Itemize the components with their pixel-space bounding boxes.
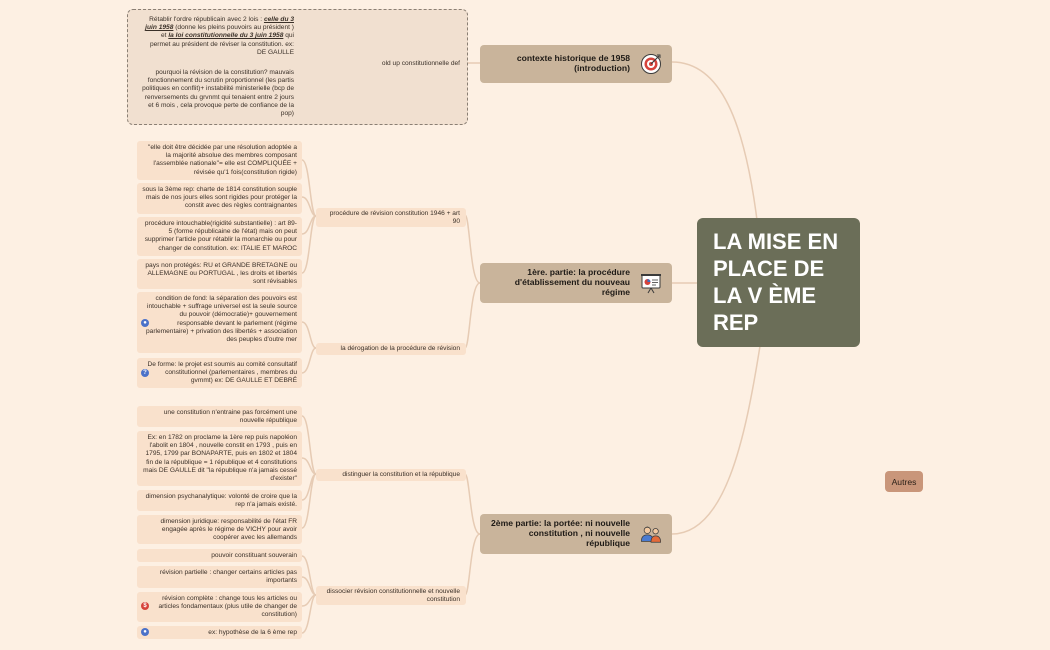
leaf-condition-de-fond[interactable]: condition de fond: la séparation des pou…: [137, 292, 302, 353]
leaf-troisieme-rep[interactable]: sous la 3ème rep: charte de 1814 constit…: [137, 183, 302, 214]
leaf-dimension-juridique[interactable]: dimension juridique: responsabilité de l…: [137, 515, 302, 544]
leaf-exemple-1782[interactable]: Ex: en 1782 on proclame la 1ère rep puis…: [137, 431, 302, 486]
leaf-text: révision complète : change tous les arti…: [158, 595, 297, 619]
leaf-text: qui permet au président de réviser la co…: [149, 32, 294, 56]
leaf-dimension-psychanalytique[interactable]: dimension psychanalytique: volonté de cr…: [137, 490, 302, 511]
leaf-text: Ex: en 1782 on proclame la 1ère rep puis…: [143, 434, 297, 483]
leaf-text: (donne les pleins pouvoirs au président …: [160, 24, 294, 40]
subtopic-old-up[interactable]: old up constitutionnelle def: [312, 58, 466, 70]
subtopic-label: procédure de révision constitution 1946 …: [329, 210, 460, 226]
leaf-revision-partielle[interactable]: révision partielle : changer certains ar…: [137, 566, 302, 588]
floating-topic-autres[interactable]: Autres: [885, 471, 923, 492]
subtopic-dissocier[interactable]: dissocier révision constitutionnelle et …: [316, 586, 466, 605]
leaf-text: dimension psychanalytique: volonté de cr…: [145, 493, 297, 509]
leaf-text: procédure intouchable(rigidité substanti…: [144, 220, 297, 252]
leaf-text: ex: hypothèse de la 6 ème rep: [208, 629, 297, 636]
person-marker-icon: ●: [141, 628, 149, 636]
subtopic-derogation[interactable]: la dérogation de la procédure de révisio…: [316, 343, 466, 355]
subtopic-distinguer[interactable]: distinguer la constitution et la républi…: [316, 469, 466, 481]
subtopic-label: distinguer la constitution et la républi…: [342, 471, 460, 478]
leaf-text: "elle doit être décidée par une résoluti…: [148, 144, 297, 176]
leaf-text: De forme: le projet est soumis au comité…: [147, 361, 297, 385]
autres-label: Autres: [891, 477, 917, 487]
subtopic-label: dissocier révision constitutionnelle et …: [326, 588, 460, 604]
subtopic-label: la dérogation de la procédure de révisio…: [340, 345, 461, 352]
leaf-text: pouvoir constituant souverain: [211, 552, 297, 559]
dollar-marker-icon: $: [141, 602, 149, 610]
leaf-sixieme-rep[interactable]: ex: hypothèse de la 6 ème rep: [137, 626, 302, 639]
leaf-text: Rétablir l'ordre républicain avec 2 lois…: [149, 16, 264, 23]
leaf-procedure-intouchable[interactable]: procédure intouchable(rigidité substanti…: [137, 217, 302, 256]
leaf-constitution-nentraine-pas[interactable]: une constitution n'entraine pas forcémen…: [137, 406, 302, 427]
subtopic-label: old up constitutionnelle def: [381, 60, 460, 67]
leaf-pourquoi-revision[interactable]: pourquoi la révision de la constitution?…: [137, 66, 299, 118]
leaf-emphasis: celle du 3 juin 1958: [145, 16, 294, 32]
leaf-text: pourquoi la révision de la constitution?…: [142, 69, 294, 118]
person-marker-icon: ●: [141, 319, 149, 327]
root-title: LA MISE EN PLACE DE LA V ÈME REP: [713, 229, 839, 335]
leaf-text: révision partielle : changer certains ar…: [159, 569, 297, 585]
leaf-emphasis: la loi constitutionnelle du 3 juin 1958: [168, 32, 284, 40]
question-marker-icon: ?: [141, 369, 149, 377]
branch-contexte-historique[interactable]: contexte historique de 1958 (introductio…: [480, 45, 672, 83]
branch-title: 1ère. partie: la procédure d'établisseme…: [514, 267, 630, 297]
presentation-icon: [641, 274, 661, 294]
leaf-text: sous la 3ème rep: charte de 1814 constit…: [142, 186, 297, 210]
leaf-retablir-ordre[interactable]: Rétablir l'ordre républicain avec 2 lois…: [137, 13, 299, 59]
branch-title: 2ème partie: la portée: ni nouvelle cons…: [491, 518, 630, 548]
leaf-pays-non-proteges[interactable]: pays non protégés: RU et GRANDE BRETAGNE…: [137, 259, 302, 289]
subtopic-procedure-revision[interactable]: procédure de révision constitution 1946 …: [316, 208, 466, 227]
leaf-text: une constitution n'entraine pas forcémen…: [163, 409, 297, 425]
leaf-text: dimension juridique: responsabilité de l…: [160, 518, 297, 542]
leaf-resolution-adoptee[interactable]: "elle doit être décidée par une résoluti…: [137, 141, 302, 180]
people-icon: [641, 526, 661, 543]
target-icon: [641, 54, 661, 74]
branch-title: contexte historique de 1958 (introductio…: [516, 53, 630, 73]
root-topic[interactable]: LA MISE EN PLACE DE LA V ÈME REP: [697, 218, 860, 347]
leaf-de-forme[interactable]: De forme: le projet est soumis au comité…: [137, 358, 302, 388]
leaf-revision-complete[interactable]: révision complète : change tous les arti…: [137, 592, 302, 622]
boundary-frame: [127, 9, 468, 125]
branch-premiere-partie[interactable]: 1ère. partie: la procédure d'établisseme…: [480, 263, 672, 303]
leaf-text: pays non protégés: RU et GRANDE BRETAGNE…: [145, 262, 297, 286]
branch-deuxieme-partie[interactable]: 2ème partie: la portée: ni nouvelle cons…: [480, 514, 672, 554]
leaf-text: condition de fond: la séparation des pou…: [145, 295, 297, 344]
leaf-pouvoir-constituant[interactable]: pouvoir constituant souverain: [137, 549, 302, 562]
